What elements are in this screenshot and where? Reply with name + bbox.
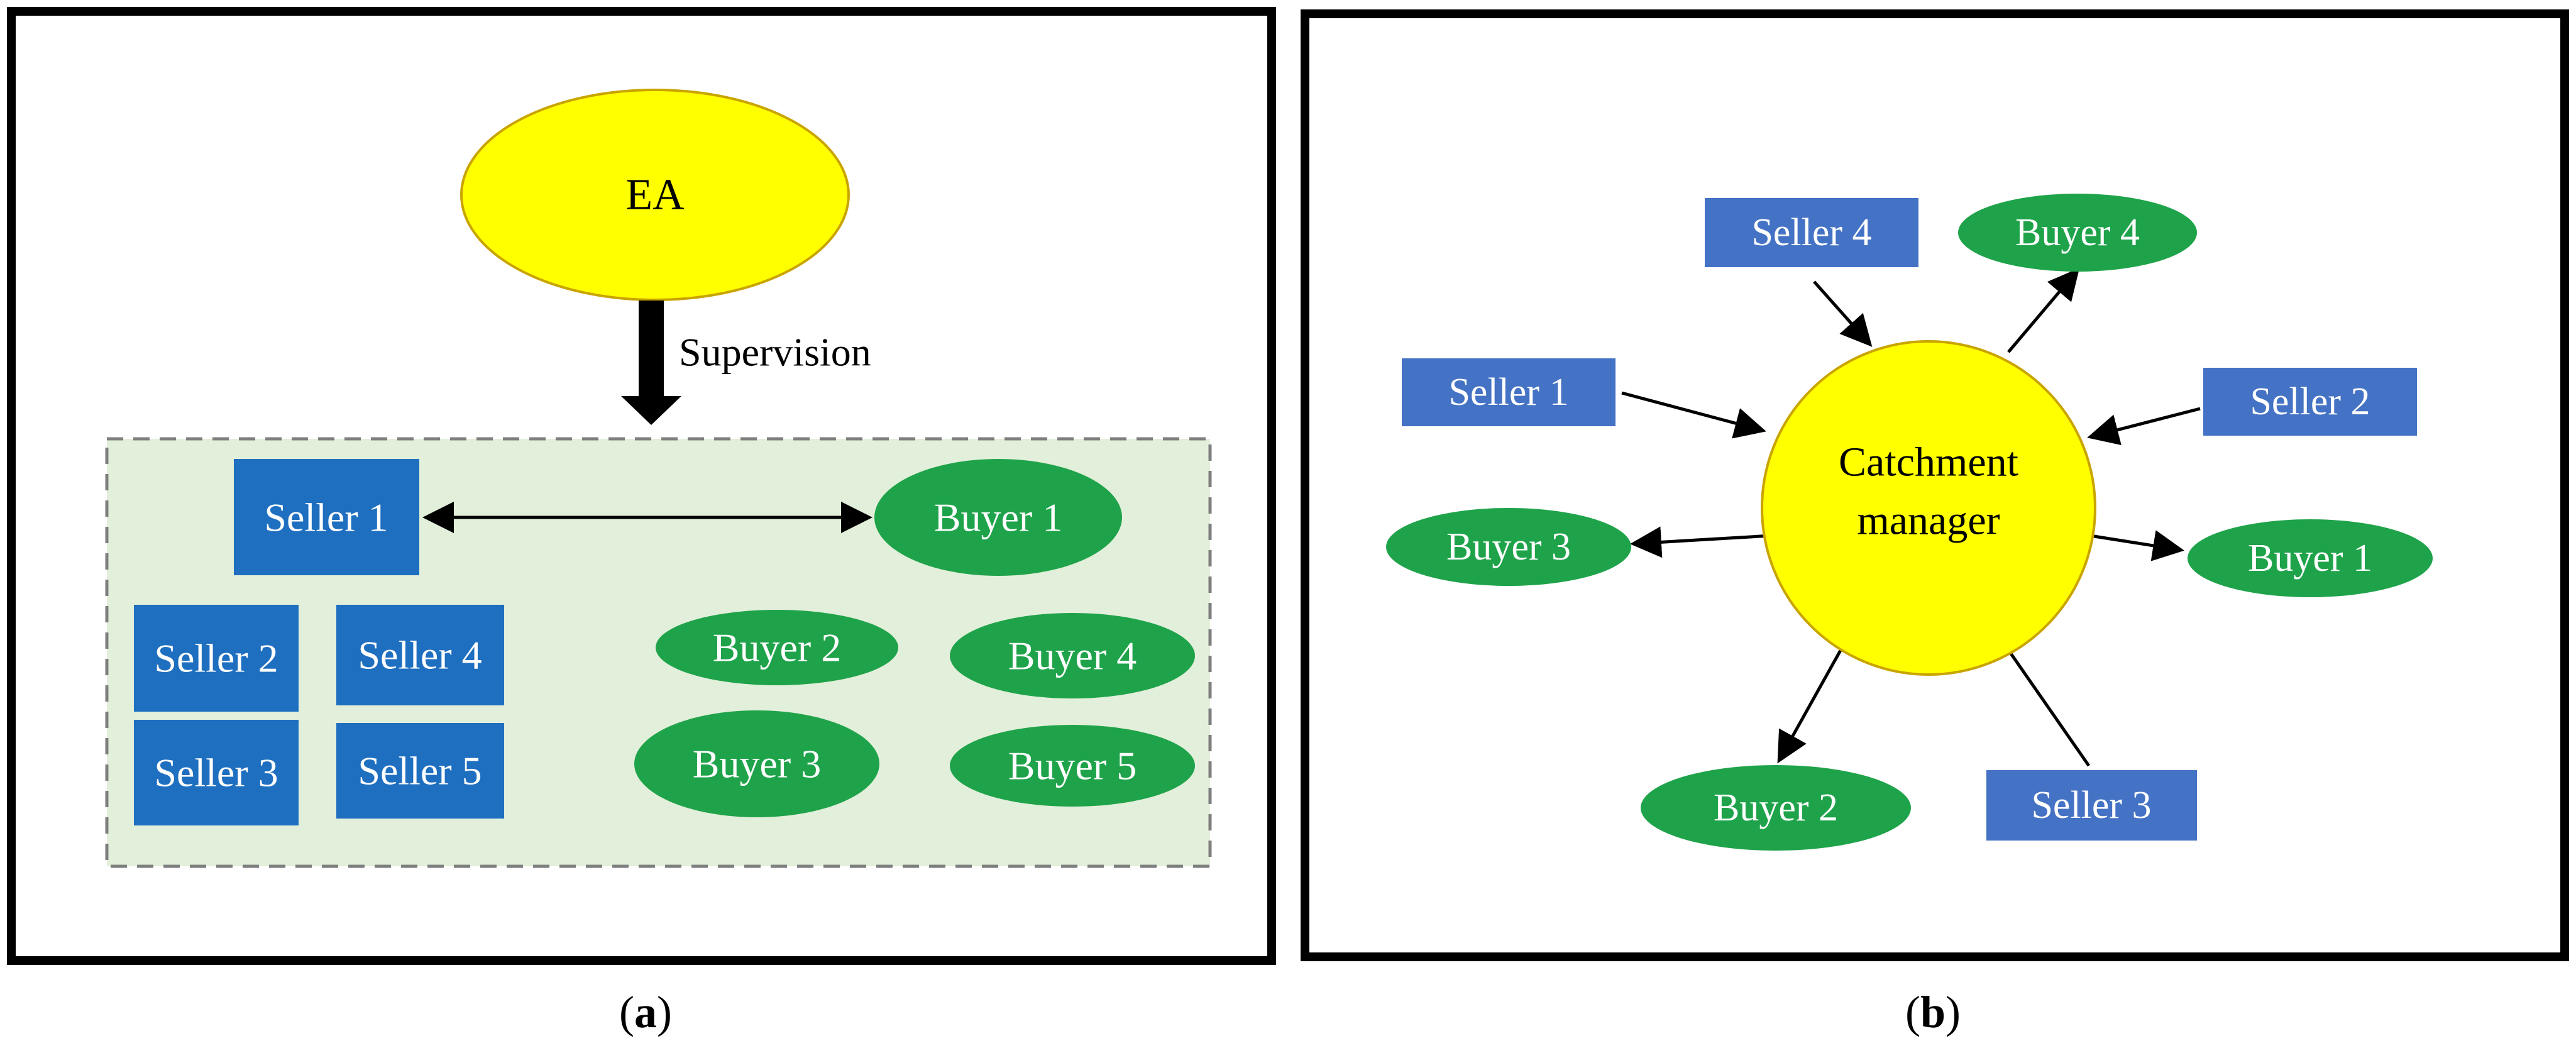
b-seller-1-box	[1402, 358, 1616, 426]
buyer-3-ellipse	[634, 710, 879, 817]
arrow-center-to-buyer3	[1630, 526, 1772, 558]
buyer-2-ellipse	[656, 610, 898, 685]
buyer-5-ellipse	[950, 725, 1195, 807]
b-seller-3-label: Seller 3	[2031, 784, 2151, 827]
buyer-1-label: Buyer 1	[934, 495, 1062, 540]
buyer-4-ellipse	[950, 613, 1195, 698]
arrow-seller4-to-center	[1813, 280, 1873, 347]
catchment-manager-label-line1: Catchment	[1839, 439, 2018, 485]
b-seller-2-box	[2203, 368, 2417, 436]
seller-2-label: Seller 2	[154, 636, 278, 681]
b-seller-3-box	[1986, 770, 2197, 841]
seller-3-box	[134, 720, 299, 825]
b-buyer-4-ellipse	[1958, 194, 2197, 272]
catchment-manager-circle	[1761, 340, 2096, 676]
b-buyer-1-ellipse	[2188, 519, 2433, 597]
b-seller-4-box	[1705, 198, 1918, 267]
buyer-4-label: Buyer 4	[1008, 634, 1137, 678]
ea-ellipse	[460, 89, 850, 301]
caption-a: (a)	[619, 987, 672, 1037]
b-buyer-2-ellipse	[1641, 765, 1911, 851]
seller-5-label: Seller 5	[358, 749, 482, 793]
arrow-seller2-to-center	[2087, 407, 2201, 446]
b-buyer-3-ellipse	[1386, 508, 1631, 586]
buyer-1-ellipse	[874, 459, 1122, 576]
buyer-5-label: Buyer 5	[1008, 744, 1137, 788]
seller-1-label: Seller 1	[264, 495, 388, 540]
b-buyer-1-label: Buyer 1	[2248, 537, 2372, 580]
panel-b: Catchment manager Seller 4 Buyer 4 Selle…	[1301, 9, 2569, 961]
b-seller-1-label: Seller 1	[1448, 371, 1568, 414]
seller-3-label: Seller 3	[154, 751, 278, 795]
buyer-2-label: Buyer 2	[713, 626, 841, 670]
ea-label: EA	[625, 171, 685, 219]
b-seller-2-label: Seller 2	[2250, 380, 2370, 423]
arrow-seller1-to-center	[1621, 391, 1766, 439]
buyer-3-label: Buyer 3	[693, 742, 821, 786]
b-seller-4-label: Seller 4	[1751, 211, 1871, 254]
seller-4-box	[336, 605, 504, 705]
catchment-manager-label-line2: manager	[1857, 498, 2000, 544]
seller-1-box	[234, 459, 419, 575]
b-buyer-2-label: Buyer 2	[1714, 786, 1838, 829]
b-buyer-3-label: Buyer 3	[1446, 526, 1571, 568]
arrow-center-to-buyer4	[2007, 268, 2080, 353]
arrow-center-to-buyer1	[2089, 530, 2184, 561]
seller-4-label: Seller 4	[358, 633, 482, 678]
caption-b: (b)	[1905, 987, 1961, 1037]
panel-a: EA Supervision Seller 1 Buyer 1 Seller 2…	[7, 7, 1276, 965]
supervision-arrow	[621, 301, 681, 425]
b-buyer-4-label: Buyer 4	[2015, 211, 2140, 254]
seller-2-box	[134, 605, 299, 712]
seller-5-box	[336, 723, 504, 819]
supervision-label: Supervision	[679, 330, 871, 375]
